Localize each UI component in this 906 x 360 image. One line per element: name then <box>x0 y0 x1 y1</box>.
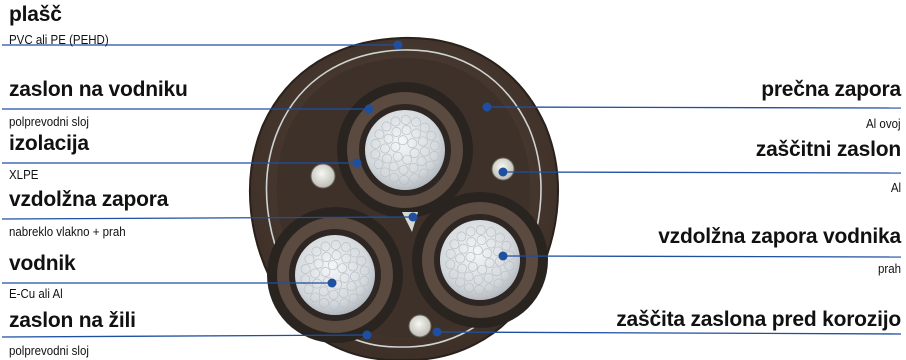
core-top <box>337 82 473 218</box>
marker-dot-left-6 <box>363 331 372 340</box>
left-label-title-2: zaslon na vodniku <box>9 79 188 101</box>
right-label-sub-2: Al <box>891 181 901 195</box>
marker-dot-right-4 <box>433 328 442 337</box>
left-label-title-4: vzdolžna zapora <box>9 189 168 211</box>
left-label-sub-6: polprevodni sloj <box>9 344 89 358</box>
marker-dot-left-3 <box>353 159 362 168</box>
right-label-title-1: prečna zapora <box>761 79 901 101</box>
marker-dot-right-1 <box>483 103 492 112</box>
screen-wire-bottom <box>409 315 431 337</box>
right-label-sub-1: Al ovoj <box>866 117 901 131</box>
left-label-title-5: vodnik <box>9 253 75 275</box>
marker-dot-right-2 <box>499 168 508 177</box>
marker-dot-left-1 <box>394 41 403 50</box>
left-label-sub-3: XLPE <box>9 168 38 182</box>
leader-line-right-1 <box>487 107 901 108</box>
marker-dot-right-3 <box>499 252 508 261</box>
leader-line-right-3 <box>503 256 901 257</box>
filler-wire-left <box>311 164 335 188</box>
left-label-title-6: zaslon na žili <box>9 310 136 332</box>
left-label-sub-1: PVC ali PE (PEHD) <box>9 33 109 47</box>
left-label-sub-4: nabreklo vlakno + prah <box>9 225 126 239</box>
left-label-sub-2: polprevodni sloj <box>9 115 89 129</box>
right-label-title-4: zaščita zaslona pred korozijo <box>616 309 901 331</box>
core-right <box>412 192 548 328</box>
leader-line-right-4 <box>437 332 901 334</box>
core-left <box>267 207 403 343</box>
right-label-sub-3: prah <box>878 262 901 276</box>
left-label-title-1: plašč <box>9 4 62 26</box>
marker-dot-left-5 <box>328 279 337 288</box>
right-label-title-3: vzdolžna zapora vodnika <box>658 226 901 248</box>
leader-line-right-2 <box>503 172 901 173</box>
marker-dot-left-2 <box>365 105 374 114</box>
left-label-sub-5: E-Cu ali Al <box>9 287 63 301</box>
right-label-title-2: zaščitni zaslon <box>756 139 901 161</box>
marker-dot-left-4 <box>409 213 418 222</box>
left-label-title-3: izolacija <box>9 133 89 155</box>
